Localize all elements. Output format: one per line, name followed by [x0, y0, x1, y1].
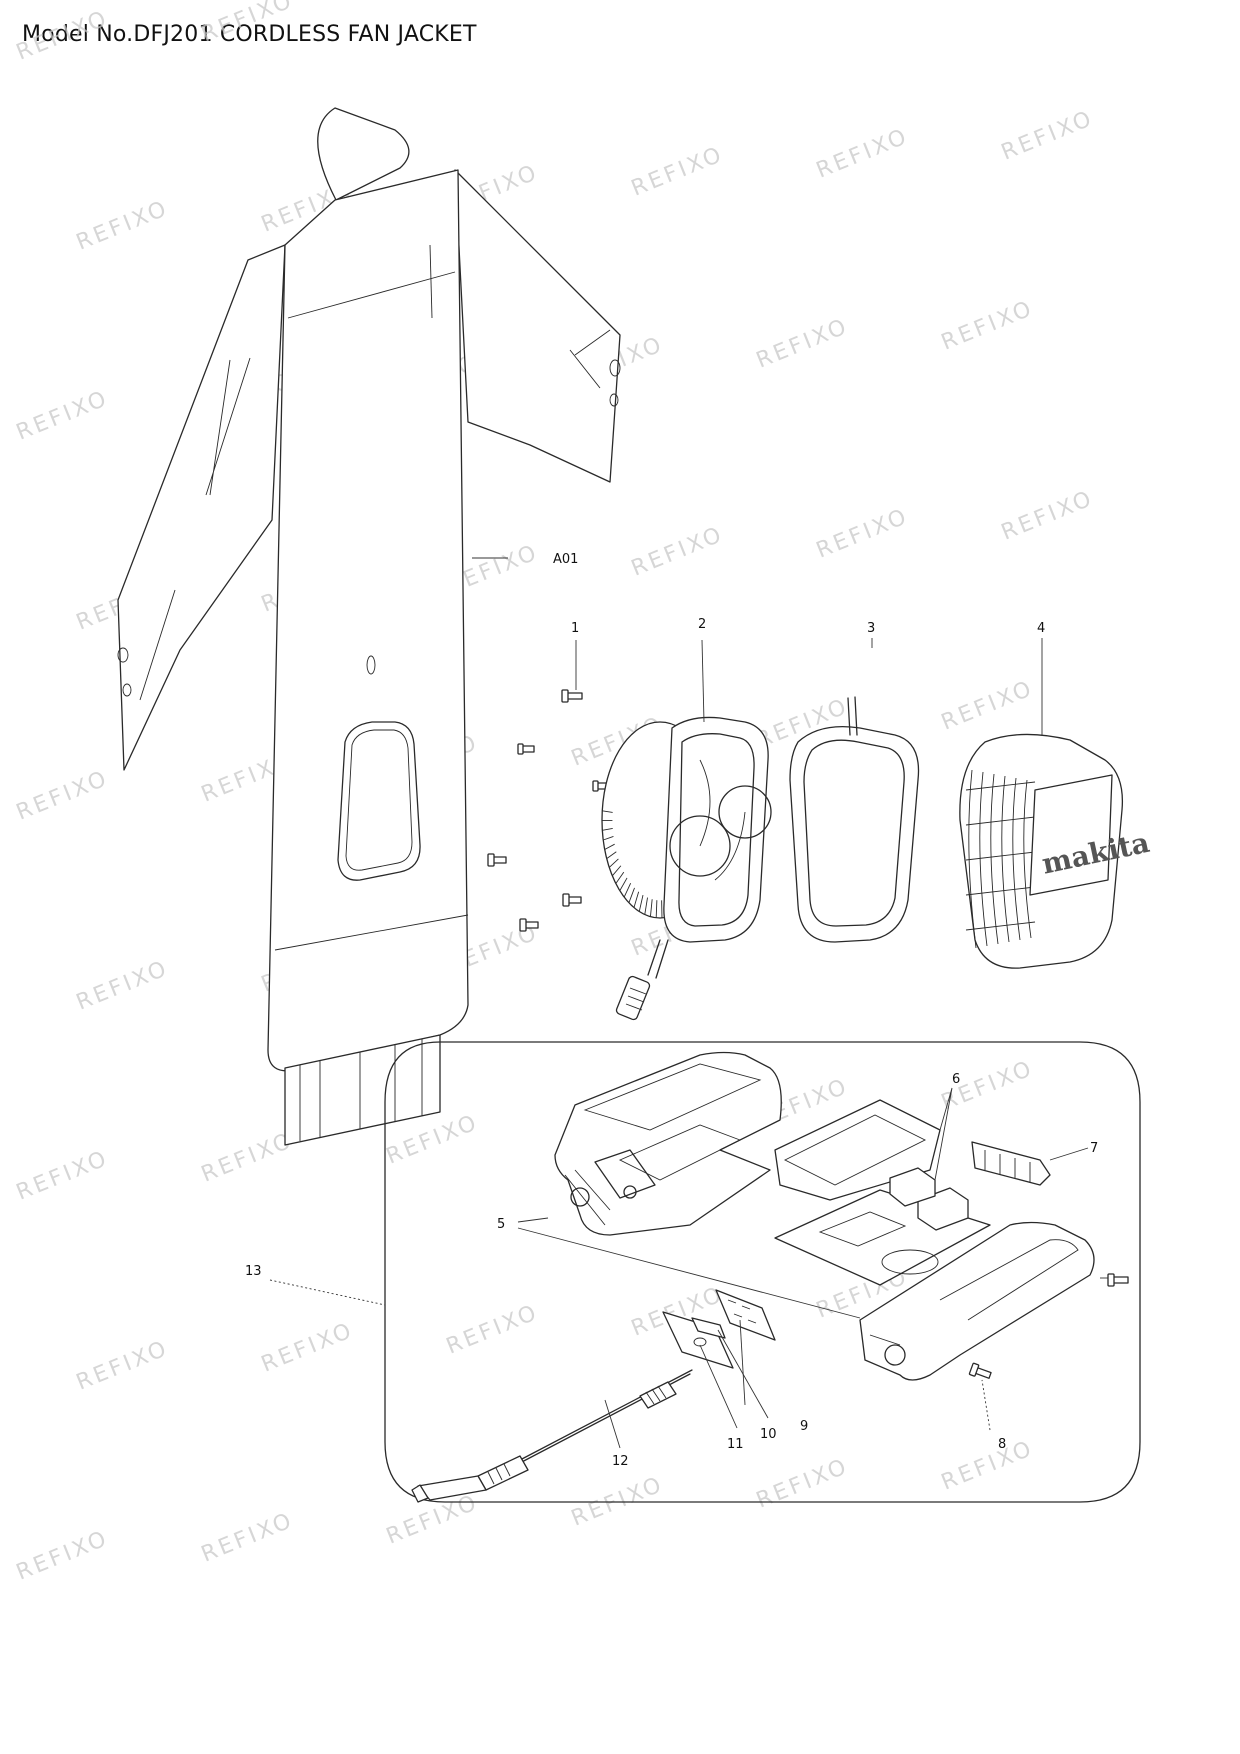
watermark-text: REFIXO: [258, 1318, 358, 1378]
callout-9: 9: [800, 1419, 808, 1434]
callout-3: 3: [867, 621, 875, 636]
watermark-text: REFIXO: [73, 1336, 173, 1396]
watermark-text: REFIXO: [998, 106, 1098, 166]
watermark-text: REFIXO: [13, 1146, 113, 1206]
callout-6: 6: [952, 1072, 960, 1087]
watermark-text: REFIXO: [628, 522, 728, 582]
watermark-text: REFIXO: [73, 956, 173, 1016]
screw-set: [487, 640, 610, 932]
callout-11: 11: [727, 1437, 744, 1452]
fan-cover: [959, 638, 1124, 969]
callout-12: 12: [612, 1454, 629, 1469]
watermark-text: REFIXO: [198, 0, 298, 48]
callout-13: 13: [245, 1264, 262, 1279]
watermark-text: REFIXO: [753, 314, 853, 374]
watermark-text: REFIXO: [13, 6, 113, 66]
watermark-text: REFIXO: [938, 676, 1038, 736]
fan-unit: [601, 639, 772, 1021]
watermark-text: REFIXO: [73, 196, 173, 256]
watermark-text: REFIXO: [813, 504, 913, 564]
watermark-text: REFIXO: [753, 1454, 853, 1514]
watermark-text: REFIXO: [198, 1128, 298, 1188]
watermark-text: REFIXO: [628, 142, 728, 202]
watermark-text: REFIXO: [813, 124, 913, 184]
watermark-text: REFIXO: [13, 1526, 113, 1586]
page-title: Model No.DFJ201 CORDLESS FAN JACKET: [22, 22, 477, 47]
watermark-text: REFIXO: [13, 386, 113, 446]
watermark-text: REFIXO: [13, 766, 113, 826]
detail-box: [269, 1041, 1141, 1503]
watermark-text: REFIXO: [443, 1300, 543, 1360]
callout-7: 7: [1090, 1141, 1098, 1156]
callout-5: 5: [497, 1217, 505, 1232]
callout-a01: A01: [553, 552, 578, 567]
watermark-text: REFIXO: [198, 1508, 298, 1568]
jacket-drawing: [117, 107, 621, 1146]
watermark-text: REFIXO: [938, 296, 1038, 356]
callout-8: 8: [998, 1437, 1006, 1452]
callout-2: 2: [698, 617, 706, 632]
gasket-ring: [789, 638, 920, 943]
callout-1: 1: [571, 621, 579, 636]
callout-10: 10: [760, 1427, 777, 1442]
watermark-text: REFIXO: [938, 1436, 1038, 1496]
callout-4: 4: [1037, 621, 1045, 636]
watermark-text: REFIXO: [998, 486, 1098, 546]
